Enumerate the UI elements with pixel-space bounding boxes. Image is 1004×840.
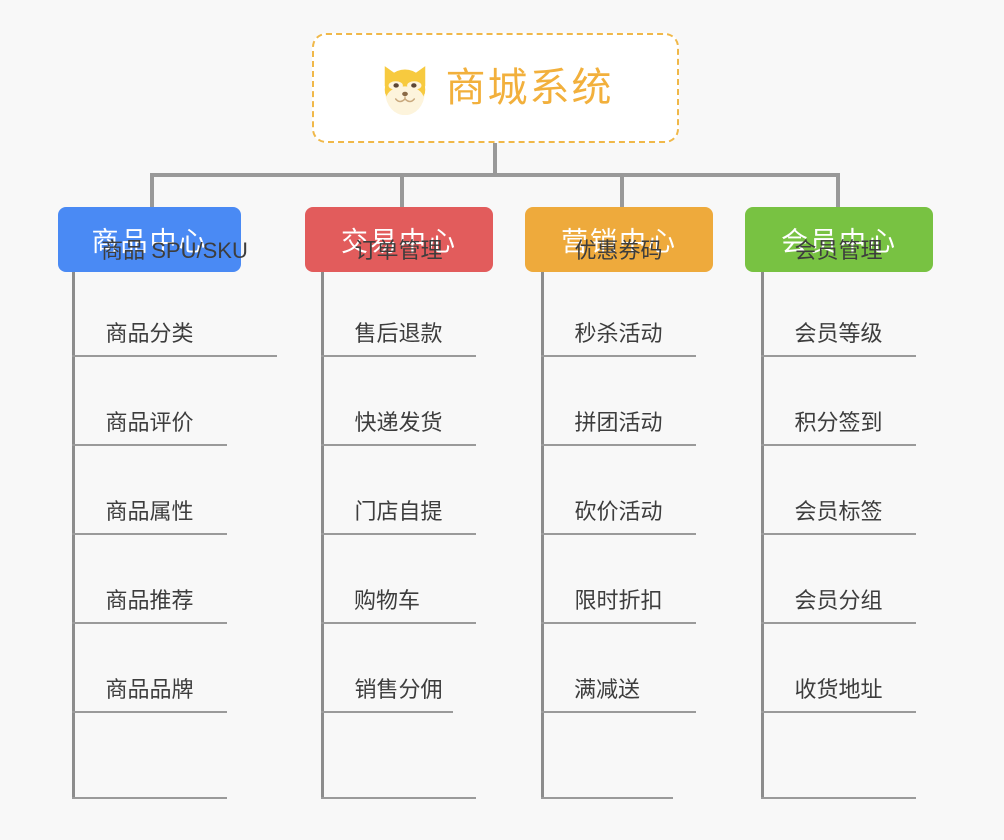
leaf-label: 门店自提 [354, 498, 443, 524]
leaf-label: 商品 SPU/SKU [101, 237, 248, 263]
leaf-label: 会员分组 [794, 587, 883, 613]
leaf-underline [761, 622, 916, 624]
leaf-label: 商品分类 [105, 320, 194, 346]
leaf-label: 售后退款 [354, 320, 443, 346]
branch-label-4: 会员中心 [781, 227, 897, 257]
connector-root-stem [493, 143, 497, 176]
leaf-label: 限时折扣 [574, 587, 663, 613]
shiba-dog-face-icon [384, 66, 425, 115]
leaf-label: 会员等级 [794, 320, 883, 346]
leaf-underline [321, 355, 476, 357]
leaf-underline [321, 533, 476, 535]
leaf-label: 商品属性 [105, 498, 194, 524]
leaf-underline [321, 622, 476, 624]
branch-label-2: 交易中心 [341, 227, 457, 257]
leaf-underline [541, 355, 696, 357]
leaf-underline [541, 797, 673, 799]
root-node-title: 商城系统 [445, 66, 614, 110]
leaf-label: 收货地址 [794, 676, 883, 702]
leaf-underline [761, 711, 916, 713]
branch-box-4[interactable]: 会员中心 [745, 207, 933, 272]
branch-label-3: 营销中心 [561, 227, 677, 257]
leaf-underline [541, 711, 696, 713]
leaf-label: 积分签到 [794, 409, 883, 435]
leaf-label: 订单管理 [354, 237, 443, 263]
leaf-label: 商品品牌 [105, 676, 194, 702]
leaf-label: 满减送 [573, 676, 640, 702]
leaf-underline [761, 355, 916, 357]
leaf-label: 商品评价 [105, 409, 194, 435]
leaf-underline [321, 711, 453, 713]
leaf-label: 砍价活动 [574, 498, 663, 524]
leaf-underline [72, 355, 277, 357]
leaf-label: 拼团活动 [574, 409, 663, 435]
leaf-underline [72, 711, 227, 713]
leaf-underline [541, 444, 696, 446]
leaf-underline [72, 797, 227, 799]
connector-drop-3 [620, 173, 624, 209]
leaf-label: 秒杀活动 [574, 320, 663, 346]
connector-drop-1 [150, 173, 154, 209]
leaf-underline [761, 797, 916, 799]
leaf-underline [72, 444, 227, 446]
leaf-underline [72, 622, 227, 624]
branch-box-3[interactable]: 营销中心 [525, 207, 713, 272]
leaf-underline [321, 797, 476, 799]
leaf-label: 会员标签 [794, 498, 883, 524]
leaf-label: 销售分佣 [354, 676, 443, 702]
branch-label-1: 商品中心 [91, 227, 208, 257]
leaf-underline [321, 444, 476, 446]
leaf-underline [72, 533, 227, 535]
leaf-label: 商品推荐 [105, 587, 194, 613]
branch-box-2[interactable]: 交易中心 [305, 207, 493, 272]
connector-drop-4 [836, 173, 840, 209]
branch-box-1[interactable]: 商品中心 [58, 207, 241, 272]
leaf-underline [541, 533, 696, 535]
leaf-label: 会员管理 [794, 237, 883, 263]
leaf-underline [541, 622, 696, 624]
connector-horizontal-bar [150, 173, 840, 177]
leaf-label: 优惠券码 [574, 237, 663, 263]
root-node-mall-system[interactable]: 商城系统 [312, 33, 679, 143]
connector-drop-2 [400, 173, 404, 209]
leaf-label: 购物车 [353, 587, 420, 613]
leaf-underline [761, 444, 916, 446]
leaf-underline [761, 533, 916, 535]
leaf-label: 快递发货 [354, 409, 443, 435]
